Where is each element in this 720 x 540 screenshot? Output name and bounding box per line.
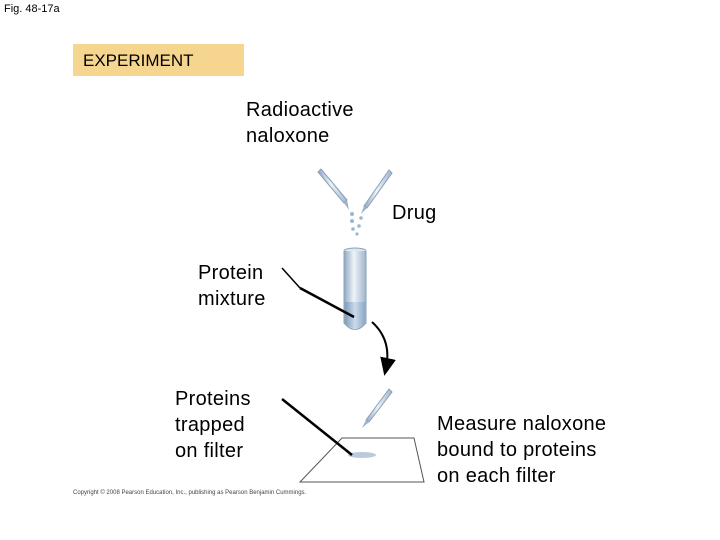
protein-mixture-pointer-hook [281, 267, 301, 289]
label-line: Protein [198, 262, 264, 284]
label-line: bound to proteins [437, 439, 597, 461]
pipette-filter-icon [362, 388, 393, 428]
pipette-drug-icon [361, 169, 393, 214]
label-measure-naloxone: Measure naloxone bound to proteins on ea… [437, 411, 606, 489]
experiment-title: EXPERIMENT [83, 51, 194, 70]
proteins-trapped-pointer [281, 398, 353, 456]
figure-label: Fig. 48-17a [4, 3, 60, 15]
label-radioactive-naloxone: Radioactive naloxone [246, 97, 354, 149]
protein-mixture-pointer [299, 286, 355, 319]
copyright-notice: Copyright © 2008 Pearson Education, Inc.… [73, 490, 307, 496]
pipette-naloxone-icon [317, 168, 349, 210]
label-line: mixture [198, 288, 266, 310]
label-line: naloxone [246, 125, 330, 147]
label-proteins-trapped: Proteins trapped on filter [175, 386, 251, 464]
experiment-header: EXPERIMENT [73, 44, 244, 76]
label-line: on each filter [437, 465, 556, 487]
label-line: Radioactive [246, 99, 354, 121]
label-line: Measure naloxone [437, 413, 607, 435]
label-drug: Drug [392, 202, 437, 224]
label-protein-mixture: Protein mixture [198, 260, 266, 312]
label-line: Proteins [175, 388, 251, 410]
droplets-icon [350, 212, 363, 236]
process-arrow-icon [371, 321, 396, 376]
label-line: on filter [175, 440, 244, 462]
filter-paper-icon [298, 437, 425, 483]
label-line: trapped [175, 414, 245, 436]
test-tube-icon [343, 247, 367, 330]
